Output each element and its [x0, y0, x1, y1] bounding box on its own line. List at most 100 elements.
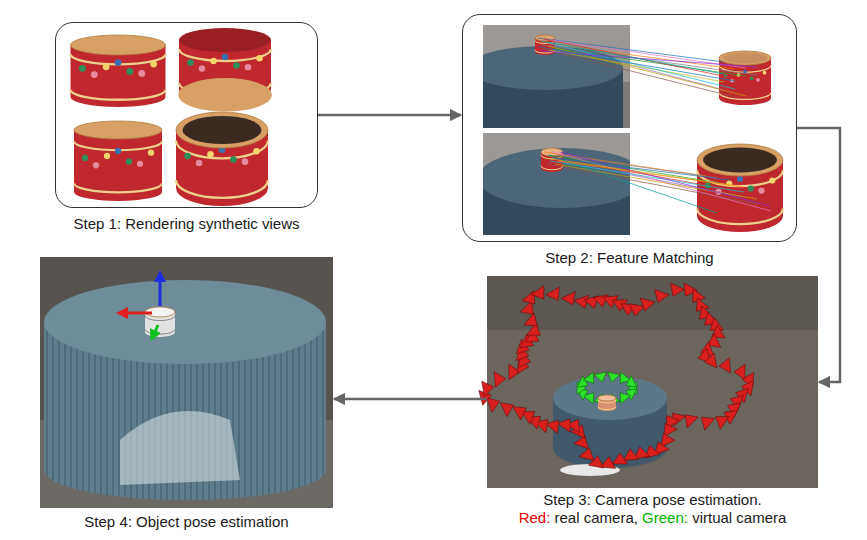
real-camera [655, 289, 669, 302]
can-band [598, 407, 616, 410]
real-camera [734, 364, 745, 379]
can-top [179, 28, 271, 52]
can-inside [723, 53, 768, 64]
real-camera [612, 453, 627, 464]
pose-axis [159, 276, 162, 306]
step-caption: Step 4: Object pose estimation [84, 513, 288, 531]
match-line [553, 158, 730, 180]
caption-text: Step 1: Rendering synthetic views [74, 215, 300, 232]
can-inside [182, 116, 261, 144]
virtual-camera [620, 393, 631, 404]
can-ornament [763, 71, 767, 75]
real-camera [531, 286, 544, 299]
can-ornament [115, 59, 122, 66]
camera-poses [479, 276, 818, 488]
can-band [71, 90, 166, 100]
real-camera [671, 283, 685, 296]
caption-line: Step 4: Object pose estimation [84, 513, 288, 531]
pose-axis [153, 325, 158, 336]
can-ornament [756, 78, 760, 82]
real-camera [574, 436, 588, 449]
match-line [539, 47, 735, 81]
caption-line: Step 2: Feature Matching [545, 249, 713, 267]
flow-arrow [797, 128, 840, 382]
object-pose [40, 257, 333, 508]
can-ornament [126, 68, 133, 75]
real-camera [685, 415, 698, 428]
rounded-panel: Step 2: Feature Matching [462, 14, 797, 242]
match-line [555, 164, 757, 199]
real-camera [482, 381, 494, 396]
can-ornament [115, 148, 121, 154]
real-camera [705, 353, 717, 368]
can-ornament [150, 61, 157, 68]
match-line [545, 158, 731, 185]
real-camera [716, 417, 729, 430]
can-lid [178, 78, 272, 112]
scene-background [487, 276, 818, 488]
can-band [74, 183, 162, 192]
synthetic-views [71, 28, 272, 206]
real-camera [561, 292, 575, 305]
can-ornament [126, 158, 132, 164]
can-ornament [138, 70, 145, 77]
voxel-top [44, 280, 326, 364]
match-line [549, 50, 724, 82]
real-camera [701, 417, 714, 430]
can-ornament [93, 162, 99, 168]
match-line [547, 42, 724, 74]
can-ornament [91, 71, 98, 78]
can-ornament [222, 54, 229, 61]
feature-matching [467, 25, 783, 255]
can-lid [598, 395, 616, 401]
real-camera [557, 419, 570, 432]
can-band [176, 180, 268, 198]
match-line [540, 51, 757, 67]
real-camera [579, 448, 594, 461]
can-ornament [256, 55, 263, 62]
real-camera [494, 372, 506, 387]
caption-text: Step 2: Feature Matching [545, 249, 713, 266]
can-lid [74, 121, 162, 139]
can-ornament [233, 62, 240, 69]
caption-text: Green: [642, 509, 688, 526]
real-camera [522, 291, 535, 304]
caption-text: Step 4: Object pose estimation [84, 513, 288, 530]
can-figure [176, 112, 268, 206]
can-lid [697, 144, 783, 176]
match-line [558, 161, 743, 187]
can-ornament [196, 160, 203, 167]
can-ornament [253, 148, 260, 155]
can-ornament [748, 185, 754, 191]
can-ornament [82, 155, 88, 161]
can-figure [719, 51, 771, 105]
can-figure [598, 395, 616, 411]
stool-top [483, 46, 623, 90]
can-ornament [737, 176, 743, 182]
can-ornament [103, 63, 110, 70]
real-camera [719, 358, 731, 373]
photo [483, 133, 630, 235]
caption-text: Red: [519, 509, 551, 526]
stool-top [483, 148, 630, 208]
real-camera [500, 403, 513, 417]
real-camera [524, 313, 537, 326]
image-panel: Step 3: Camera pose estimation.Red:real … [487, 276, 818, 488]
virtual-camera [594, 372, 606, 382]
can-ornament [769, 177, 775, 183]
real-camera [513, 407, 526, 420]
flow-arrow [318, 114, 461, 117]
match-line [548, 155, 717, 213]
can-band [145, 329, 175, 334]
step-caption: Step 3: Camera pose estimation.Red:real … [519, 491, 787, 527]
real-camera [487, 398, 500, 412]
virtual-camera [626, 376, 637, 387]
voxel-highlight [120, 411, 240, 485]
can-ornament [199, 65, 206, 72]
match-line [541, 41, 735, 89]
pose-axis [122, 312, 152, 315]
can-ornament [148, 150, 154, 156]
can-figure [178, 28, 272, 112]
caption-text: Step 3: Camera pose estimation. [543, 491, 761, 508]
